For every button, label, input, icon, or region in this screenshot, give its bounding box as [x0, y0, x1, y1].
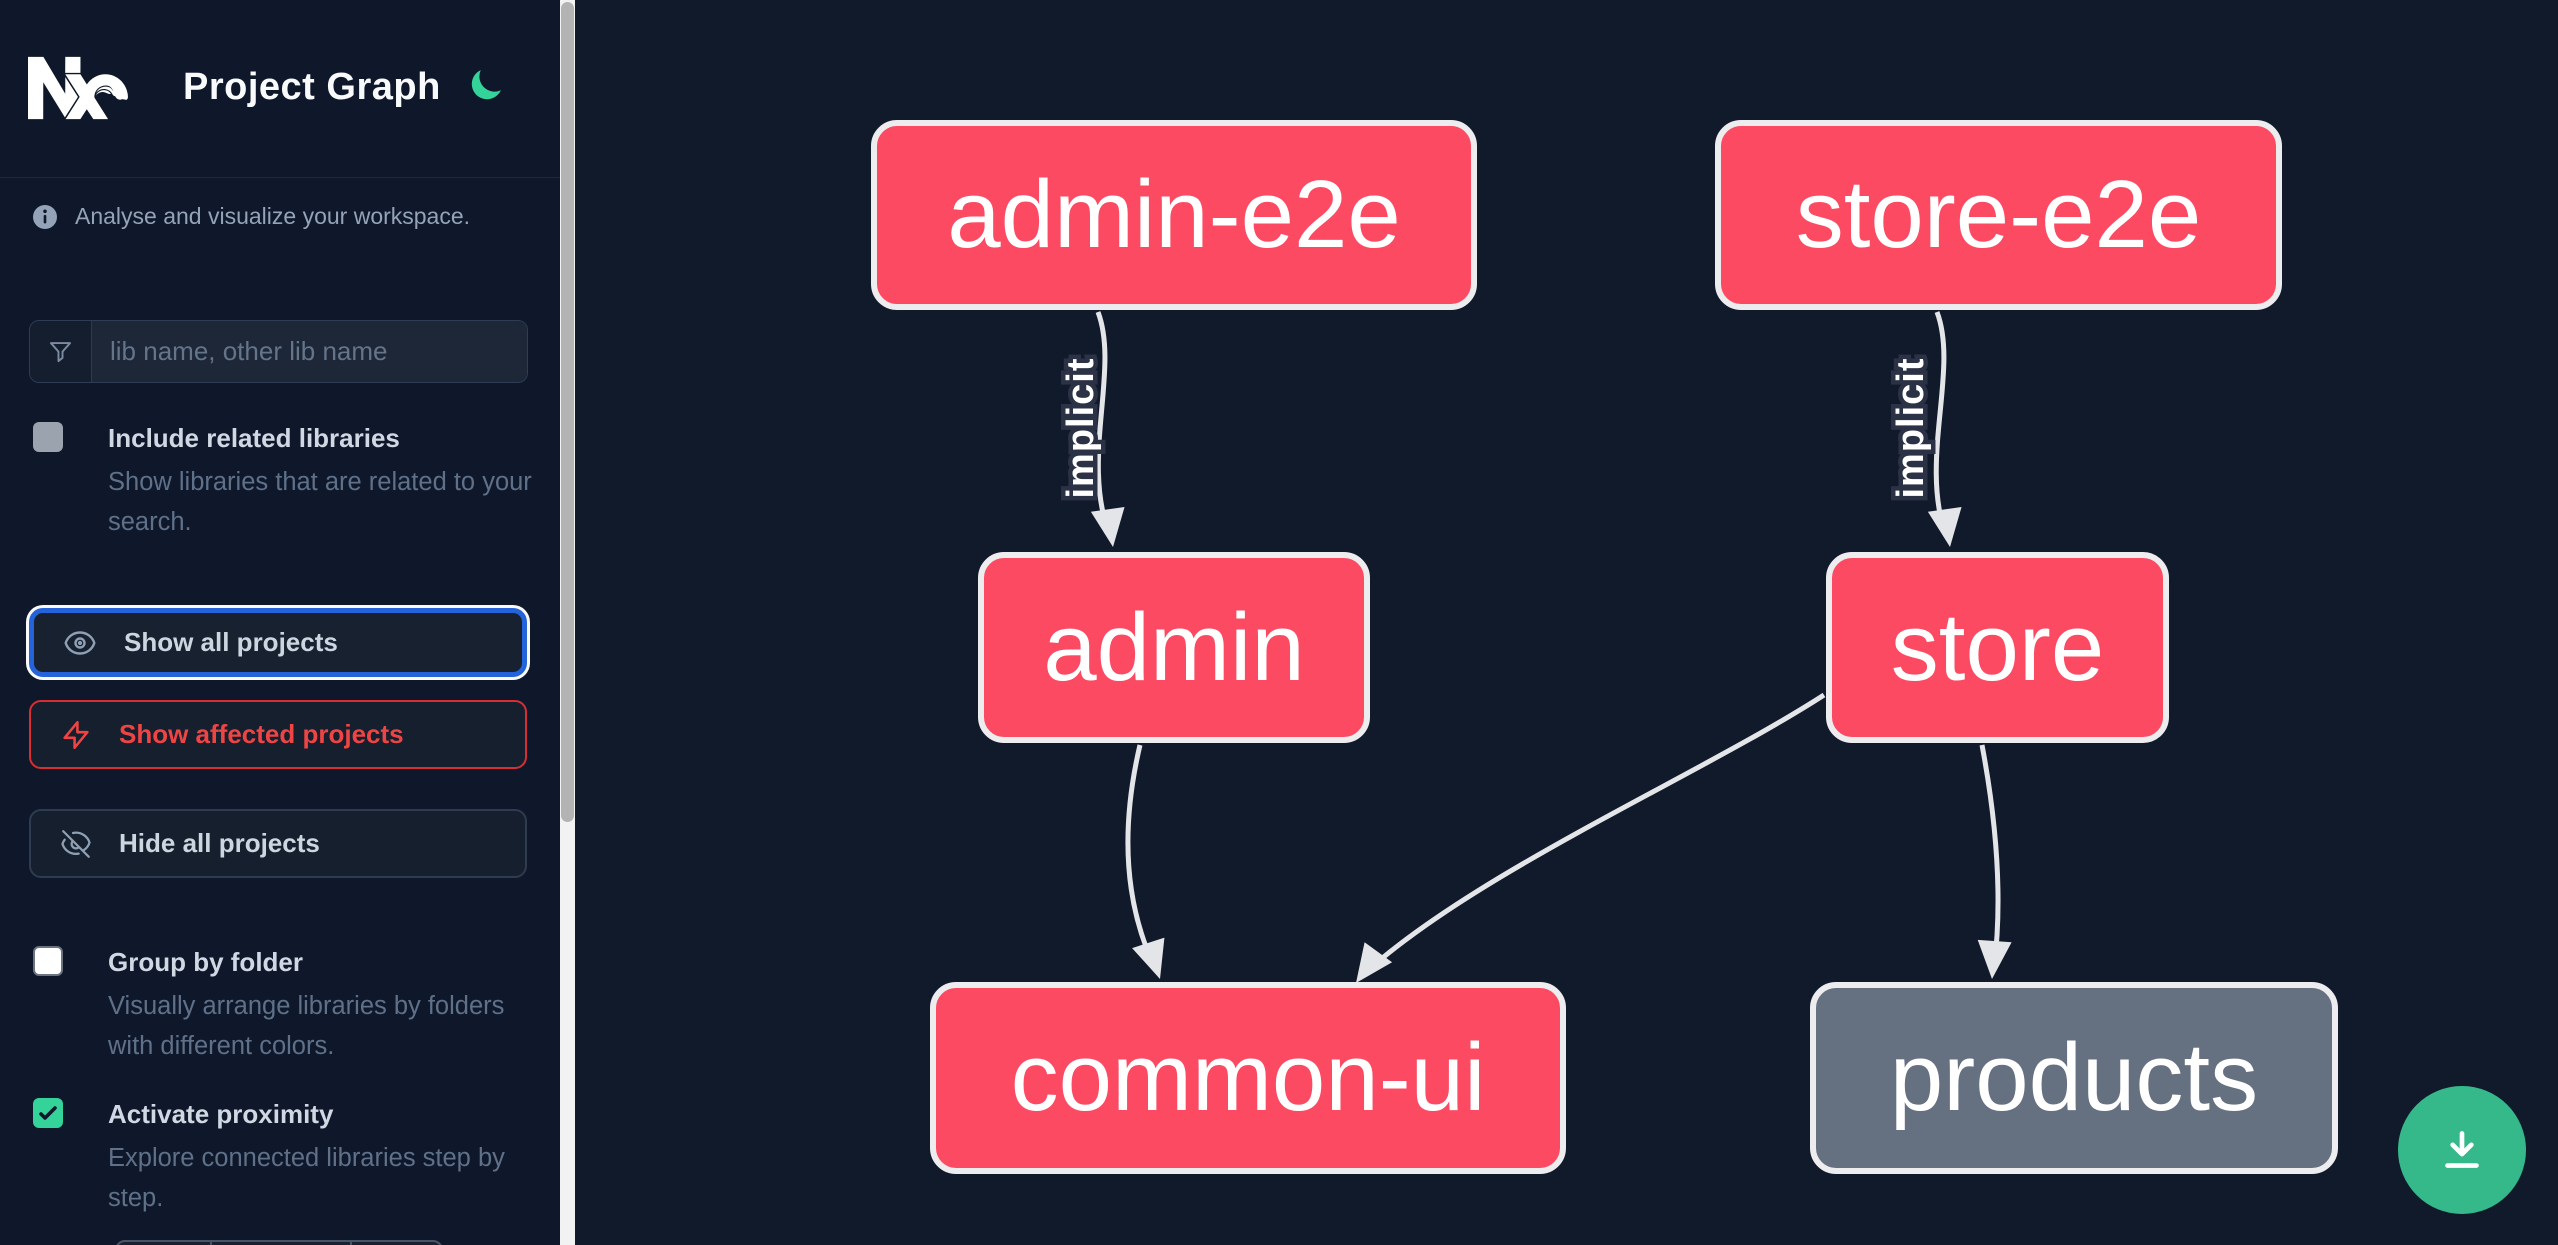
download-image-button[interactable]: [2398, 1086, 2526, 1214]
workspace-info: Analyse and visualize your workspace.: [33, 203, 470, 230]
show-all-projects-button[interactable]: Show all projects: [29, 608, 527, 677]
button-label: Show affected projects: [119, 719, 404, 749]
moon-icon: [468, 65, 512, 103]
graph-node-store-e2e[interactable]: store-e2e: [1715, 120, 2282, 310]
option-label[interactable]: Include related libraries: [108, 423, 400, 453]
option-label[interactable]: Activate proximity: [108, 1099, 334, 1129]
edge-label-implicit: implicit: [1890, 357, 1932, 498]
button-label: Show all projects: [124, 627, 338, 657]
edge-admin-common-ui[interactable]: [1125, 744, 1176, 984]
hide-all-projects-button[interactable]: Hide all projects: [29, 809, 527, 878]
node-label: common-ui: [1010, 1024, 1486, 1131]
node-label: store: [1890, 593, 2105, 701]
node-label: admin-e2e: [947, 161, 1401, 268]
search-box: [29, 320, 528, 383]
button-label: Hide all projects: [119, 828, 320, 858]
graph-node-admin-e2e[interactable]: admin-e2e: [871, 120, 1477, 310]
option-include-related-libraries: Include related libraries Show libraries…: [33, 420, 532, 542]
graph-node-admin[interactable]: admin: [978, 552, 1370, 743]
show-affected-projects-button[interactable]: Show affected projects: [29, 700, 527, 769]
graph-node-common-ui[interactable]: common-ui: [930, 982, 1566, 1174]
proximity-stepper[interactable]: [115, 1240, 443, 1245]
option-description: Explore connected libraries step by step…: [108, 1144, 505, 1212]
funnel-filter-icon: [30, 321, 92, 382]
include-related-checkbox[interactable]: [33, 422, 63, 452]
option-description: Show libraries that are related to your …: [108, 468, 532, 536]
edge-store-e2e-store[interactable]: implicit: [1886, 311, 1967, 549]
stepper-increment[interactable]: [350, 1242, 441, 1245]
check-icon: [36, 1101, 60, 1125]
stepper-value: [210, 1242, 350, 1245]
edge-store-common-ui[interactable]: [1342, 692, 1826, 993]
activate-proximity-checkbox[interactable]: [33, 1098, 63, 1128]
page-title: Project Graph: [183, 66, 441, 108]
eye-icon: [62, 625, 98, 661]
lightning-bolt-icon: [59, 718, 93, 752]
info-text: Analyse and visualize your workspace.: [75, 203, 471, 229]
eye-off-icon: [59, 827, 93, 861]
option-label[interactable]: Group by folder: [108, 947, 303, 977]
graph-node-products[interactable]: products: [1810, 982, 2338, 1174]
option-activate-proximity: Activate proximity Explore connected lib…: [33, 1096, 505, 1218]
info-icon: [33, 204, 57, 229]
group-by-folder-checkbox[interactable]: [33, 946, 63, 976]
edge-store-products[interactable]: [1975, 744, 2012, 980]
sidebar: Project Graph Analyse and visualize your…: [0, 0, 560, 1245]
node-label: admin: [1043, 593, 1305, 701]
download-icon: [2433, 1121, 2491, 1179]
sidebar-header: Project Graph: [0, 0, 560, 178]
edge-label-implicit: implicit: [1060, 357, 1102, 498]
edge-admin-e2e-admin[interactable]: implicit: [1056, 311, 1130, 549]
search-input[interactable]: [92, 321, 527, 382]
node-label: products: [1889, 1024, 2259, 1131]
graph-node-store[interactable]: store: [1826, 552, 2169, 743]
sidebar-scrollbar[interactable]: [560, 0, 575, 1245]
node-label: store-e2e: [1795, 161, 2202, 268]
option-group-by-folder: Group by folder Visually arrange librari…: [33, 944, 504, 1066]
scrollbar-thumb[interactable]: [561, 2, 574, 822]
nx-logo-icon: [28, 38, 128, 138]
theme-toggle-button[interactable]: [468, 62, 512, 106]
option-description: Visually arrange libraries by folders wi…: [108, 992, 505, 1060]
